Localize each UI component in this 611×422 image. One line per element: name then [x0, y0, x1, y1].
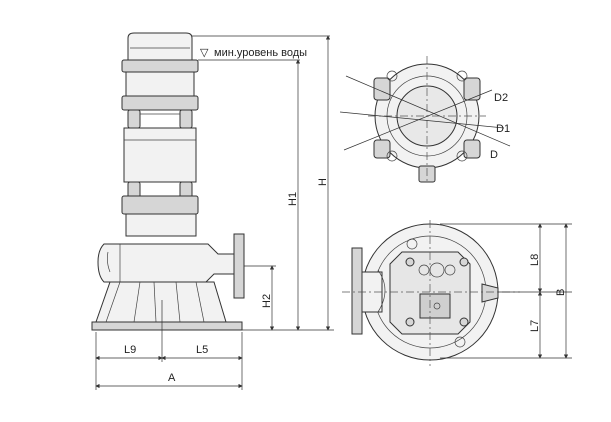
- dim-D: D: [490, 149, 498, 161]
- dim-A: A: [168, 372, 176, 384]
- top-dimensions: D2 D1 D: [339, 75, 511, 161]
- dim-L8: L8: [529, 254, 541, 266]
- pump-top-view: [368, 56, 486, 183]
- dim-H1: H1: [287, 192, 299, 206]
- pump-side-view: [91, 32, 245, 331]
- min-level-annotation: ▽ мин.уровень воды: [192, 35, 330, 59]
- min-level-label: мин.уровень воды: [214, 47, 307, 59]
- dim-B: B: [555, 289, 567, 296]
- dim-D2: D2: [494, 92, 508, 104]
- dim-L5: L5: [196, 344, 208, 356]
- bottom-dimensions: L8 L7 B: [440, 223, 572, 359]
- dim-L9: L9: [124, 344, 136, 356]
- dim-D1: D1: [496, 123, 510, 135]
- side-dimensions: H H1 H2 L9 L5 A: [95, 35, 334, 390]
- min-level-symbol: ▽: [200, 47, 209, 59]
- dim-H: H: [317, 178, 329, 186]
- dim-H2: H2: [261, 294, 273, 308]
- dim-L7: L7: [529, 320, 541, 332]
- pump-bottom-view: [342, 220, 520, 366]
